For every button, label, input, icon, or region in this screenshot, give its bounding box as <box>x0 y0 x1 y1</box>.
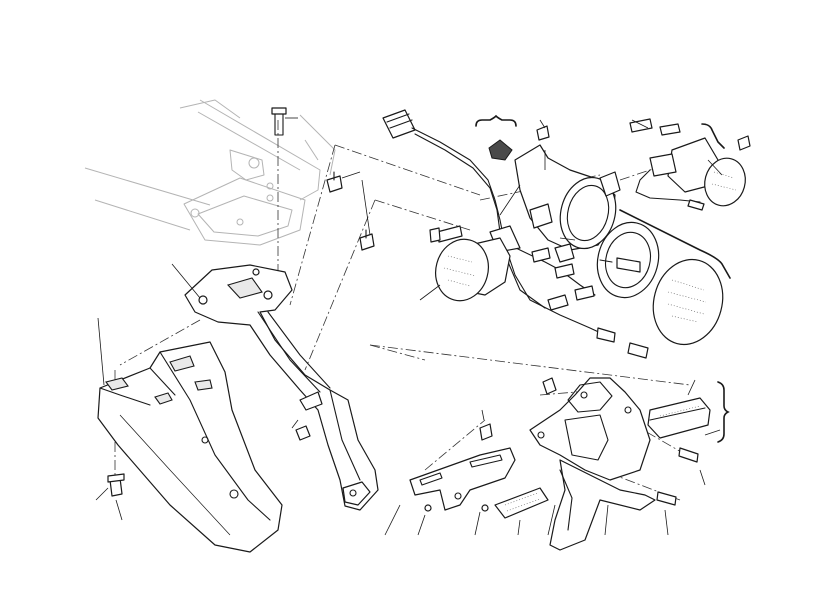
reflector <box>494 487 549 519</box>
wiring-harness-connector <box>382 109 649 359</box>
fasteners-upper-left <box>107 107 375 497</box>
tail-undertray <box>97 341 283 553</box>
license-plate-support-arm <box>184 264 379 511</box>
turn-signal-rear-right <box>629 118 751 211</box>
grouping-braces <box>475 114 731 443</box>
leader-lines <box>95 117 723 536</box>
mounting-plate <box>529 377 656 551</box>
subframe-outline <box>84 99 336 246</box>
license-plate-light <box>647 397 711 439</box>
license-plate-bracket <box>409 423 516 511</box>
turn-signal-rear-left <box>429 225 511 302</box>
fasteners-right <box>424 377 699 512</box>
